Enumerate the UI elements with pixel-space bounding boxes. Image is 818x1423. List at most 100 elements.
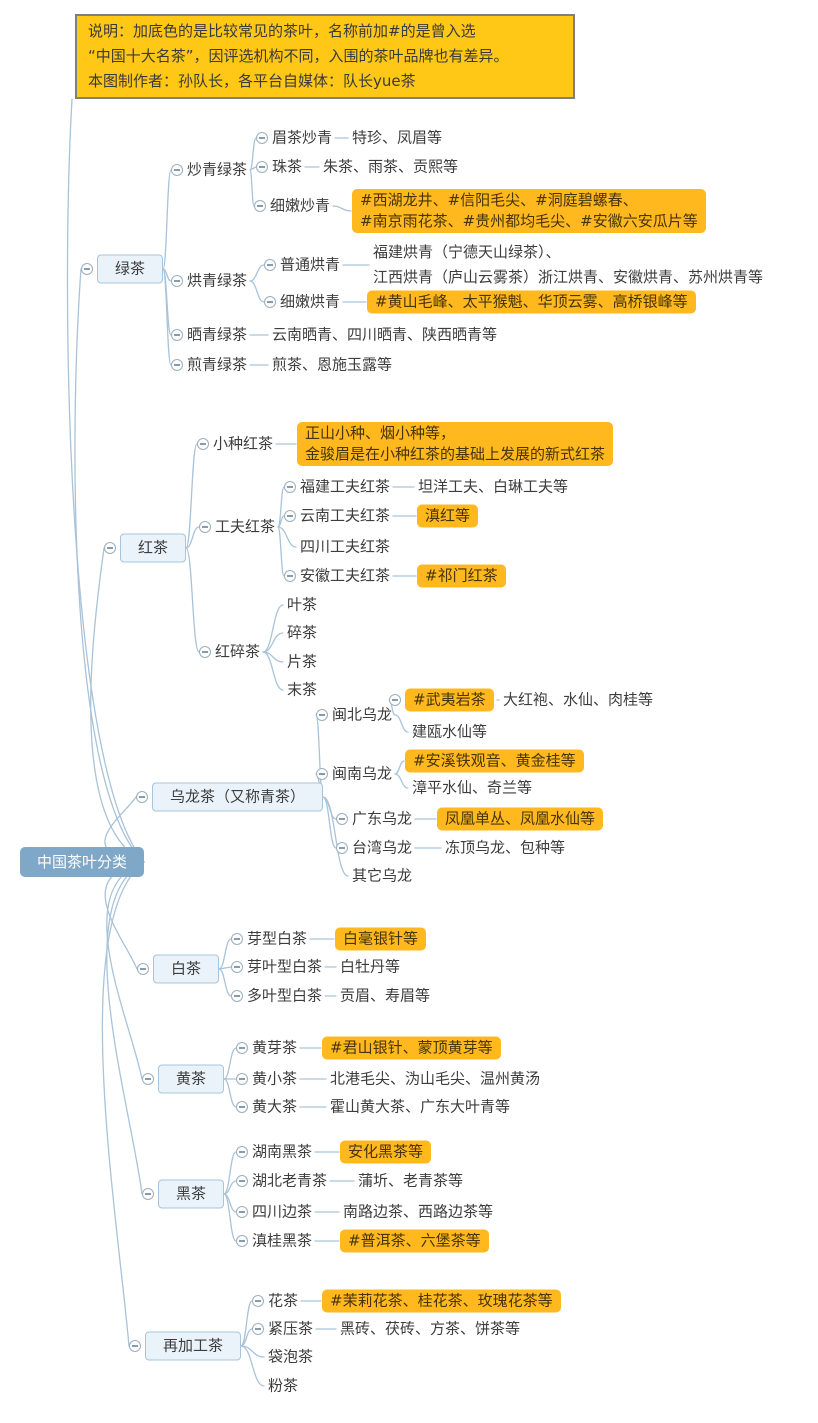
- collapse-icon[interactable]: [284, 510, 296, 522]
- legend-note[interactable]: 说明：加底色的是比较常见的茶叶，名称前加#的是曾入选“中国十大名茶”，因评选机构…: [75, 14, 575, 99]
- topic-g2b[interactable]: 细嫩烘青: [280, 292, 341, 311]
- collapse-icon[interactable]: [236, 1206, 248, 1218]
- collapse-icon[interactable]: [336, 842, 348, 854]
- topic-k4v[interactable]: #普洱茶、六堡茶等: [340, 1229, 489, 1253]
- collapse-icon[interactable]: [236, 1073, 248, 1085]
- topic-y[interactable]: 黄茶: [158, 1064, 225, 1094]
- collapse-icon[interactable]: [252, 1295, 264, 1307]
- topic-p2[interactable]: 紧压茶: [268, 1319, 314, 1338]
- topic-g2a[interactable]: 普通烘青: [280, 255, 341, 274]
- topic-g3[interactable]: 晒青绿茶: [187, 325, 248, 344]
- collapse-icon[interactable]: [199, 521, 211, 533]
- topic-o1[interactable]: 闽北乌龙: [332, 705, 393, 724]
- topic-r2bv[interactable]: 滇红等: [417, 504, 479, 528]
- collapse-icon[interactable]: [137, 963, 149, 975]
- topic-r3a[interactable]: 叶茶: [287, 595, 318, 614]
- topic-r2[interactable]: 工夫红茶: [215, 517, 276, 536]
- topic-g3v[interactable]: 云南晒青、四川晒青、陕西晒青等: [272, 325, 498, 344]
- topic-o4v[interactable]: 冻顶乌龙、包种等: [445, 838, 566, 857]
- collapse-icon[interactable]: [231, 933, 243, 945]
- topic-r2c[interactable]: 四川工夫红茶: [300, 537, 391, 556]
- topic-o1av[interactable]: 大红袍、水仙、肉桂等: [503, 690, 654, 709]
- topic-r3b[interactable]: 碎茶: [287, 623, 318, 642]
- collapse-icon[interactable]: [336, 813, 348, 825]
- topic-o1b[interactable]: 建瓯水仙等: [412, 722, 488, 741]
- topic-g1av[interactable]: 特珍、凤眉等: [352, 128, 443, 147]
- topic-r3d[interactable]: 末茶: [287, 680, 318, 699]
- topic-k1v[interactable]: 安化黑茶等: [340, 1140, 432, 1164]
- topic-k[interactable]: 黑茶: [158, 1179, 225, 1209]
- collapse-icon[interactable]: [264, 296, 276, 308]
- topic-r3[interactable]: 红碎茶: [215, 642, 261, 661]
- topic-r1[interactable]: 小种红茶: [213, 434, 274, 453]
- collapse-icon[interactable]: [199, 646, 211, 658]
- collapse-icon[interactable]: [236, 1175, 248, 1187]
- topic-k2v[interactable]: 蒲圻、老青茶等: [358, 1171, 464, 1190]
- collapse-icon[interactable]: [236, 1042, 248, 1054]
- topic-y2[interactable]: 黄小茶: [252, 1069, 298, 1088]
- collapse-icon[interactable]: [284, 481, 296, 493]
- collapse-icon[interactable]: [142, 1073, 154, 1085]
- topic-p3[interactable]: 袋泡茶: [268, 1347, 314, 1366]
- topic-y1[interactable]: 黄芽茶: [252, 1038, 298, 1057]
- topic-y3v[interactable]: 霍山黄大茶、广东大叶青等: [330, 1097, 511, 1116]
- topic-r2b[interactable]: 云南工夫红茶: [300, 506, 391, 525]
- topic-r1v[interactable]: 正山小种、烟小种等，金骏眉是在小种红茶的基础上发展的新式红茶: [297, 422, 614, 466]
- topic-w3[interactable]: 多叶型白茶: [247, 986, 323, 1005]
- collapse-icon[interactable]: [316, 709, 328, 721]
- topic-g4v[interactable]: 煎茶、恩施玉露等: [272, 355, 393, 374]
- topic-o[interactable]: 乌龙茶（又称青茶）: [152, 782, 324, 812]
- topic-w1[interactable]: 芽型白茶: [247, 929, 308, 948]
- collapse-icon[interactable]: [256, 132, 268, 144]
- topic-o1a[interactable]: #武夷岩茶: [405, 688, 494, 712]
- collapse-icon[interactable]: [142, 1188, 154, 1200]
- collapse-icon[interactable]: [252, 1323, 264, 1335]
- topic-g1cv[interactable]: #西湖龙井、#信阳毛尖、#洞庭碧螺春、#南京雨花茶、#贵州都均毛尖、#安徽六安瓜…: [352, 189, 706, 233]
- topic-r2av[interactable]: 坦洋工夫、白琳工夫等: [418, 477, 569, 496]
- topic-k2[interactable]: 湖北老青茶: [252, 1171, 328, 1190]
- topic-g[interactable]: 绿茶: [97, 254, 164, 284]
- topic-g1[interactable]: 炒青绿茶: [187, 160, 248, 179]
- topic-g1b[interactable]: 珠茶: [272, 157, 303, 176]
- topic-o3v[interactable]: 凤凰单丛、凤凰水仙等: [437, 807, 604, 831]
- topic-w1v[interactable]: 白毫银针等: [335, 927, 427, 951]
- collapse-icon[interactable]: [256, 161, 268, 173]
- collapse-icon[interactable]: [316, 768, 328, 780]
- topic-y1v[interactable]: #君山银针、蒙顶黄芽等: [322, 1036, 501, 1060]
- topic-g1a[interactable]: 眉茶炒青: [272, 128, 333, 147]
- collapse-icon[interactable]: [136, 791, 148, 803]
- topic-k1[interactable]: 湖南黑茶: [252, 1142, 313, 1161]
- topic-k3[interactable]: 四川边茶: [252, 1202, 313, 1221]
- collapse-icon[interactable]: [231, 990, 243, 1002]
- topic-o2[interactable]: 闽南乌龙: [332, 764, 393, 783]
- topic-k3v[interactable]: 南路边茶、西路边茶等: [343, 1202, 494, 1221]
- topic-y2v[interactable]: 北港毛尖、沩山毛尖、温州黄汤: [330, 1069, 541, 1088]
- topic-w2[interactable]: 芽叶型白茶: [247, 957, 323, 976]
- topic-p1v[interactable]: #茉莉花茶、桂花茶、玫瑰花茶等: [322, 1289, 561, 1313]
- collapse-icon[interactable]: [236, 1235, 248, 1247]
- collapse-icon[interactable]: [236, 1101, 248, 1113]
- topic-r2a[interactable]: 福建工夫红茶: [300, 477, 391, 496]
- collapse-icon[interactable]: [264, 259, 276, 271]
- topic-r2d[interactable]: 安徽工夫红茶: [300, 566, 391, 585]
- topic-w[interactable]: 白茶: [153, 954, 220, 984]
- topic-y3[interactable]: 黄大茶: [252, 1097, 298, 1116]
- topic-g2av[interactable]: 福建烘青（宁德天山绿茶）、江西烘青（庐山云雾茶）浙江烘青、安徽烘青、苏州烘青等: [373, 240, 763, 290]
- collapse-icon[interactable]: [171, 164, 183, 176]
- topic-g1bv[interactable]: 朱茶、雨茶、贡熙等: [323, 157, 459, 176]
- collapse-icon[interactable]: [104, 542, 116, 554]
- topic-r2dv[interactable]: #祁门红茶: [417, 564, 506, 588]
- collapse-icon[interactable]: [197, 438, 209, 450]
- root-topic[interactable]: 中国茶叶分类: [20, 847, 145, 877]
- topic-o4[interactable]: 台湾乌龙: [352, 838, 413, 857]
- collapse-icon[interactable]: [171, 359, 183, 371]
- topic-o2a[interactable]: #安溪铁观音、黄金桂等: [405, 749, 584, 773]
- topic-w2v[interactable]: 白牡丹等: [340, 957, 401, 976]
- topic-g1c[interactable]: 细嫩炒青: [270, 196, 331, 215]
- topic-o5[interactable]: 其它乌龙: [352, 866, 413, 885]
- topic-g2bv[interactable]: #黄山毛峰、太平猴魁、华顶云雾、高桥银峰等: [367, 290, 696, 314]
- collapse-icon[interactable]: [231, 961, 243, 973]
- topic-p1[interactable]: 花茶: [268, 1291, 299, 1310]
- collapse-icon[interactable]: [171, 275, 183, 287]
- topic-w3v[interactable]: 贡眉、寿眉等: [340, 986, 431, 1005]
